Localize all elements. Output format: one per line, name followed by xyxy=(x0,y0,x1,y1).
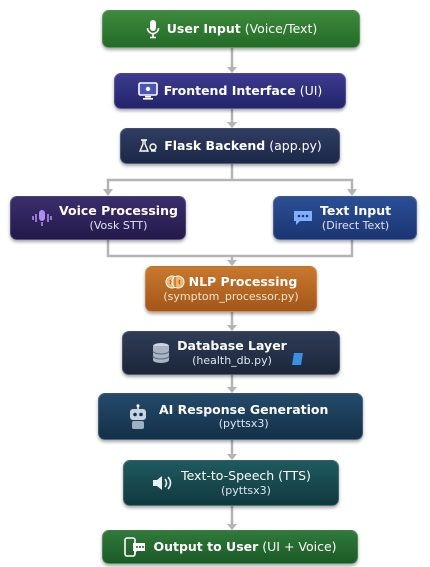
waveform-icon xyxy=(31,208,53,228)
node-title: Frontend Interface xyxy=(163,83,296,99)
branch-split xyxy=(106,178,354,192)
node-title: NLP Processing xyxy=(188,273,298,289)
flask-icon xyxy=(138,138,158,154)
arrowhead xyxy=(103,189,113,196)
speaker-icon xyxy=(151,474,175,492)
node-text-to-speech: Text-to-Speech (TTS) (pyttsx3) xyxy=(123,460,339,506)
arrowhead xyxy=(227,260,237,266)
node-output-to-user: Output to User (UI + Voice) xyxy=(102,530,358,564)
node-detail: (app.py) xyxy=(269,138,322,154)
arrowhead xyxy=(347,189,357,196)
brain-icon xyxy=(165,274,185,290)
arrowhead xyxy=(227,524,237,530)
node-frontend-interface: Frontend Interface (UI) xyxy=(114,73,346,109)
node-nlp-processing: NLP Processing (symptom_processor.py) xyxy=(145,266,317,312)
monitor-icon xyxy=(137,82,158,100)
node-title: User Input xyxy=(166,21,241,37)
node-flask-backend: Flask Backend (app.py) xyxy=(120,128,340,164)
node-subtitle: (Direct Text) xyxy=(321,218,390,232)
node-title: Text Input xyxy=(320,203,392,219)
chat-bubble-icon xyxy=(292,209,314,227)
node-title: Database Layer xyxy=(177,338,287,354)
phone-chat-icon xyxy=(123,537,147,557)
node-title: Output to User xyxy=(153,539,259,555)
node-title: Flask Backend xyxy=(164,138,266,154)
node-text-input: Text Input (Direct Text) xyxy=(273,196,417,240)
node-title: AI Response Generation xyxy=(159,401,329,417)
node-subtitle: (pyttsx3) xyxy=(218,417,269,431)
node-detail: (UI + Voice) xyxy=(262,539,337,555)
microphone-icon xyxy=(145,19,161,39)
node-subtitle: (pyttsx3) xyxy=(221,483,271,497)
node-detail: (UI) xyxy=(299,83,323,99)
node-subtitle: (Vosk STT) xyxy=(89,218,148,232)
arrowhead xyxy=(227,454,237,460)
node-title: Text-to-Speech (TTS) xyxy=(181,468,311,484)
node-detail: (Voice/Text) xyxy=(244,21,318,37)
robot-icon xyxy=(127,403,149,430)
node-voice-processing: Voice Processing (Vosk STT) xyxy=(10,196,186,240)
document-icon xyxy=(291,352,305,366)
arrowhead xyxy=(227,325,237,331)
node-title: Voice Processing xyxy=(59,203,178,219)
database-icon xyxy=(151,342,171,364)
node-subtitle: (health_db.py) xyxy=(192,353,272,367)
arrowhead xyxy=(227,122,237,128)
branch-merge xyxy=(106,238,354,258)
node-user-input: User Input (Voice/Text) xyxy=(102,10,360,48)
node-subtitle: (symptom_processor.py) xyxy=(163,290,299,304)
arrowhead xyxy=(227,67,237,73)
arrowhead xyxy=(227,387,237,393)
node-ai-response-generation: AI Response Generation (pyttsx3) xyxy=(98,393,363,440)
node-database-layer: Database Layer (health_db.py) xyxy=(122,331,340,375)
